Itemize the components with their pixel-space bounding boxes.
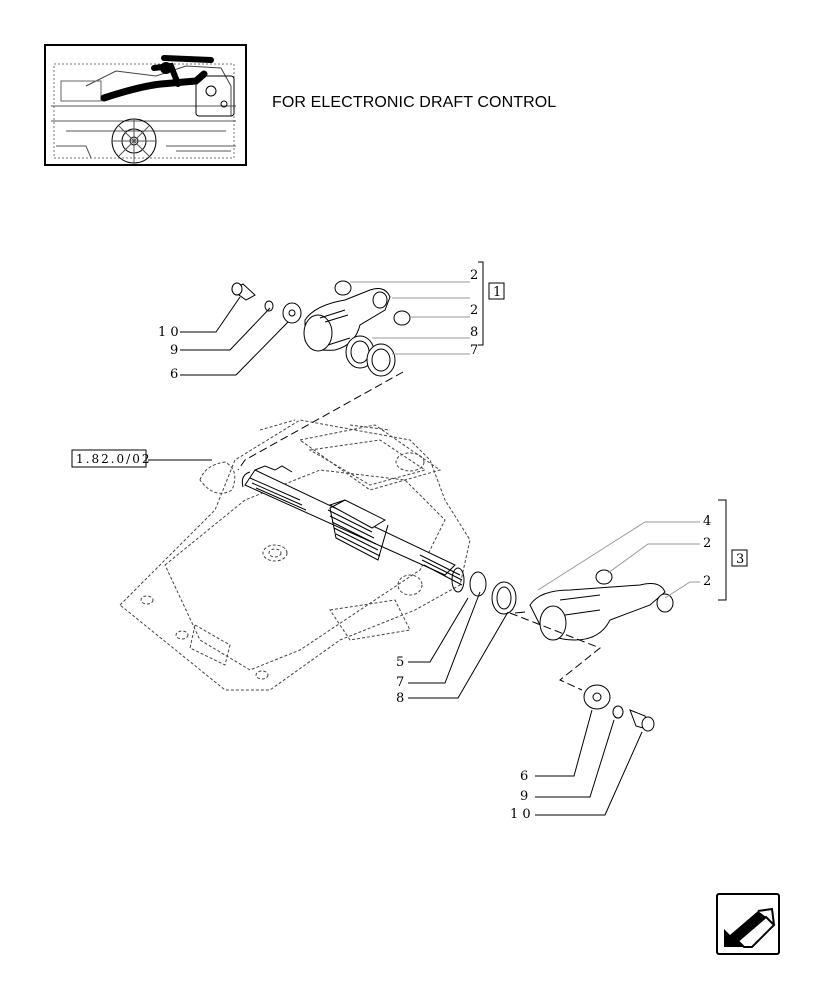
callout-9-lower: 9 <box>520 789 528 804</box>
callout-9-upper: 9 <box>170 343 178 358</box>
arrow-next-page-icon <box>724 907 776 948</box>
callout-10-lower: 1 0 <box>510 807 531 822</box>
cross-shaft <box>241 465 465 593</box>
next-page-button[interactable] <box>716 893 780 955</box>
kit-tag-lower: 3 <box>736 552 744 567</box>
reference-box-label[interactable]: 1.82.0/02 <box>76 452 151 466</box>
lift-housing <box>119 419 471 691</box>
page-caption: FOR ELECTRONIC DRAFT CONTROL <box>272 94 557 111</box>
callout-5: 5 <box>396 655 404 670</box>
callout-7-upper: 7 <box>470 343 478 358</box>
tractor-thumbnail-drawing <box>51 55 236 164</box>
kit-tag-upper: 1 <box>493 285 501 300</box>
callout-6-upper: 6 <box>170 367 178 382</box>
callout-2-upper-a: 2 <box>470 268 478 283</box>
lower-lever-assembly <box>469 569 674 732</box>
callout-8-lower: 8 <box>396 691 404 706</box>
callout-8-upper: 8 <box>470 325 478 340</box>
callout-2-upper-b: 2 <box>470 303 478 318</box>
tractor-thumbnail <box>44 44 247 166</box>
callout-4: 4 <box>703 514 711 529</box>
callout-2-lower-b: 2 <box>703 574 711 589</box>
callout-10-upper: 1 0 <box>158 325 179 340</box>
callout-7-lower: 7 <box>396 675 404 690</box>
upper-lever-assembly <box>231 280 411 377</box>
callout-2-lower-a: 2 <box>703 536 711 551</box>
callout-6-lower: 6 <box>520 769 528 784</box>
